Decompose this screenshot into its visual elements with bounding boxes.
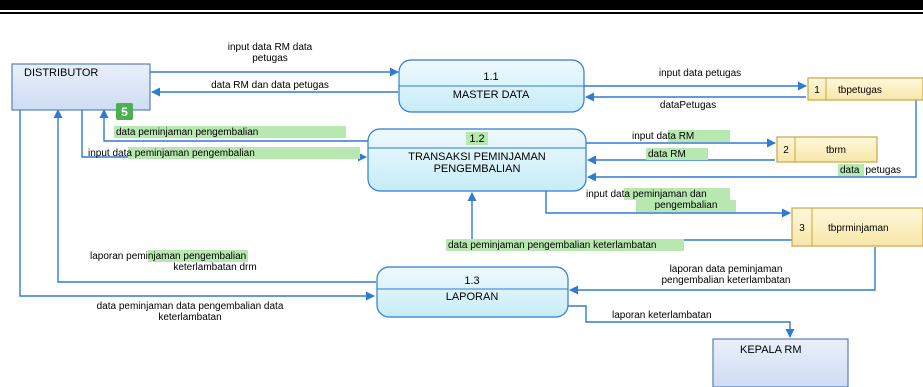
flow-label: pengembalian keterlambatan [662,275,791,286]
process-laporan: 1.3 LAPORAN [376,266,569,318]
process-name-line1: TRANSAKSI PEMINJAMAN [408,151,546,163]
store-number: 2 [783,145,789,156]
flow-label: laporan data peminjaman [670,264,783,275]
entity-distributor: DISTRIBUTOR [11,63,151,111]
store-number: 1 [814,85,820,96]
store-name: tbrm [826,145,846,156]
flow-label: keterlambatan drm [173,262,256,273]
process-name: MASTER DATA [453,89,530,101]
flow-label: keterlambatan [158,312,221,323]
flow-label: data RM [648,149,686,160]
process-number: 1.2 [469,133,484,145]
flow-data-peminjaman-to-distributor [99,109,368,142]
step-badge: 5 [116,103,133,120]
entity-distributor-label: DISTRIBUTOR [24,67,98,79]
flow-peminjaman-keterlambatan [467,192,795,241]
process-master-data: 1.1 MASTER DATA [398,59,585,113]
store-number: 3 [799,223,805,234]
process-number: 1.3 [464,275,479,287]
process-number: 1.1 [483,71,498,83]
flow-label: dataPetugas [660,100,716,111]
flow-label: data RM dan data petugas [211,80,329,91]
flow-label: input data RM data [228,42,313,53]
entity-kepala-rm-label: KEPALA RM [740,344,802,356]
store-tbpetugas: 1 tbpetugas [807,77,923,101]
window-top-rule [0,12,923,14]
flow-label: data peminjaman pengembalian [116,127,258,138]
window-top-bar [0,0,923,10]
flow-label: laporan peminjaman pengembalian [90,251,246,262]
flow-label: input data peminjaman dan [586,189,707,200]
flow-data-to-laporan [19,110,375,301]
flow-laporan-data-peminjaman [569,247,876,295]
flow-data-petugas [587,97,917,182]
flow-label: pengembalian [655,200,718,211]
flow-label: input data peminjaman pengembalian [88,148,255,159]
step-badge-label: 5 [121,105,128,119]
flow-label: input data RM [632,131,694,142]
flow-label: laporan keterlambatan [612,310,712,321]
process-transaksi: 1.2 TRANSAKSI PEMINJAMAN PENGEMBALIAN [367,128,587,192]
store-name: tbpetugas [838,85,882,96]
store-tbrm: 2 tbrm [776,136,878,163]
flow-laporan-keterlambatan [568,305,795,338]
flow-label: data peminjaman data pengembalian data [97,301,284,312]
flow-label: input data petugas [659,68,741,79]
entity-kepala-rm: KEPALA RM [712,338,849,387]
flow-label: data peminjaman pengembalian keterlambat… [448,240,656,251]
process-name: LAPORAN [446,291,499,303]
store-name: tbprminjaman [828,223,889,234]
store-tbprminjaman: 3 tbprminjaman [791,207,923,247]
process-name-line2: PENGEMBALIAN [434,163,521,175]
flow-laporan-to-distributor [53,109,376,283]
flow-label: petugas [252,53,288,64]
flow-input-peminjaman-dan-pengembalian [545,190,791,218]
